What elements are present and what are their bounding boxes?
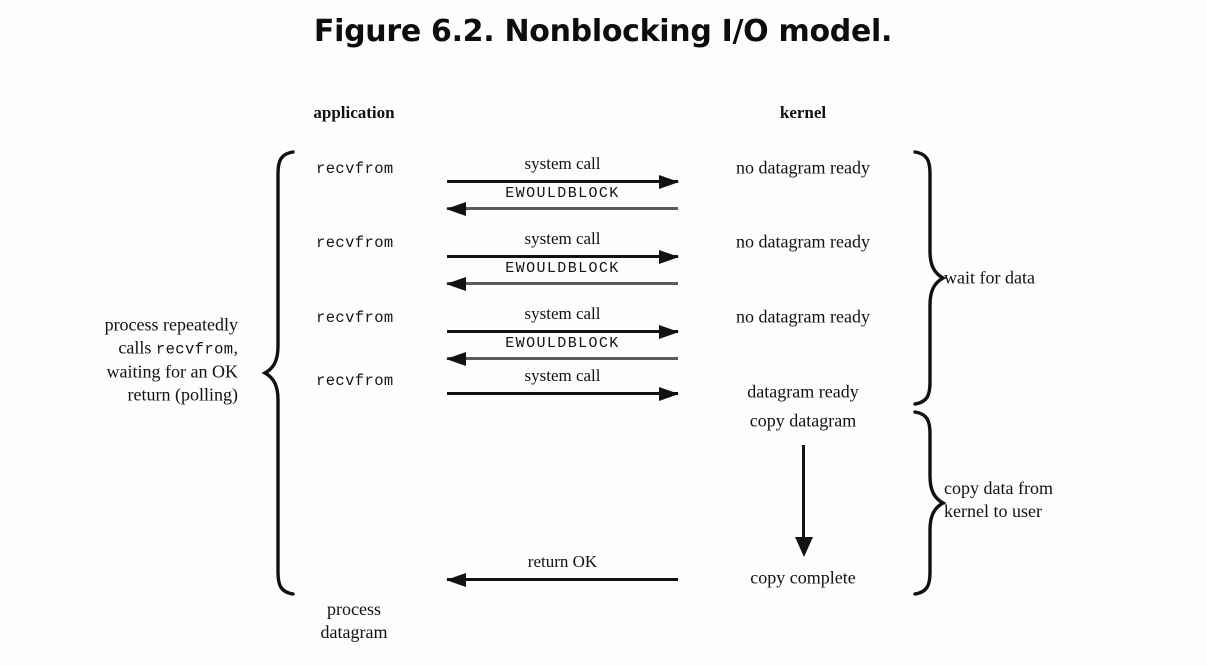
arrow-line-vertical	[802, 445, 805, 537]
arrow-label-ewouldblock-2: EWOULDBLOCK	[505, 260, 620, 277]
arrow-label-ewouldblock-1: EWOULDBLOCK	[505, 185, 620, 202]
left-brace-label-comma: ,	[233, 337, 239, 358]
kernel-state-6: copy complete	[750, 567, 856, 588]
arrow-head-right	[659, 386, 679, 401]
column-header-application: application	[313, 103, 395, 122]
arrow-label-return-ok: return OK	[527, 552, 598, 571]
column-header-kernel: kernel	[779, 103, 827, 122]
arrow-head-left	[446, 276, 466, 291]
right-brace-label-copy: copy data from kernel to user	[944, 477, 1053, 523]
kernel-state-5: copy datagram	[749, 410, 857, 431]
process-datagram-label: process datagram	[321, 598, 388, 645]
arrow-label-system-call-2: system call	[524, 229, 601, 248]
right-brace-copy-data	[912, 410, 947, 596]
process-datagram-line-1: process	[327, 599, 381, 619]
left-brace-label-calls: calls	[118, 337, 156, 358]
call-label-recvfrom-2: recvfrom	[316, 234, 394, 252]
left-brace-label-line-3: waiting for an OK	[106, 361, 238, 382]
left-brace-label-line-1: process repeatedly	[104, 314, 238, 335]
arrow-label-system-call-3: system call	[524, 304, 601, 323]
left-brace-label-recvfrom: recvfrom	[155, 340, 234, 359]
arrow-head-left	[446, 201, 466, 216]
arrow-line	[447, 330, 678, 333]
arrow-line	[447, 357, 678, 360]
arrow-head-right	[659, 324, 679, 339]
right-brace-label-copy-line-1: copy data from	[944, 477, 1053, 498]
arrow-label-system-call-4: system call	[524, 366, 601, 385]
left-brace-label-line-2: calls recvfrom,	[105, 337, 238, 361]
kernel-state-2: no datagram ready	[736, 231, 870, 252]
kernel-state-4: datagram ready	[747, 381, 859, 402]
arrow-line	[447, 255, 678, 258]
arrow-line	[447, 207, 678, 210]
left-brace	[261, 150, 296, 596]
call-label-recvfrom-3: recvfrom	[316, 309, 394, 327]
right-brace-label-copy-line-2: kernel to user	[944, 501, 1042, 521]
arrow-line	[447, 392, 678, 395]
arrow-line	[447, 180, 678, 183]
call-label-recvfrom-1: recvfrom	[316, 160, 394, 178]
arrow-label-ewouldblock-3: EWOULDBLOCK	[505, 335, 620, 352]
figure-title: Figure 6.2. Nonblocking I/O model.	[313, 14, 893, 49]
left-brace-label-line-4: return (polling)	[127, 384, 238, 405]
kernel-state-1: no datagram ready	[736, 157, 870, 178]
arrow-line	[447, 578, 678, 581]
call-label-recvfrom-4: recvfrom	[316, 372, 394, 390]
left-brace-label: process repeatedly calls recvfrom, waiti…	[105, 314, 250, 407]
right-brace-wait-for-data	[912, 150, 947, 406]
arrow-head-left	[446, 572, 466, 587]
arrow-head-right	[659, 174, 679, 189]
arrow-label-system-call-1: system call	[524, 154, 601, 173]
arrow-head-down	[794, 537, 813, 557]
kernel-state-3: no datagram ready	[736, 306, 870, 327]
process-datagram-line-2: datagram	[320, 622, 388, 643]
arrow-line	[447, 282, 678, 285]
arrow-head-right	[659, 249, 679, 264]
arrow-head-left	[446, 351, 466, 366]
right-brace-label-wait: wait for data	[944, 267, 1035, 288]
